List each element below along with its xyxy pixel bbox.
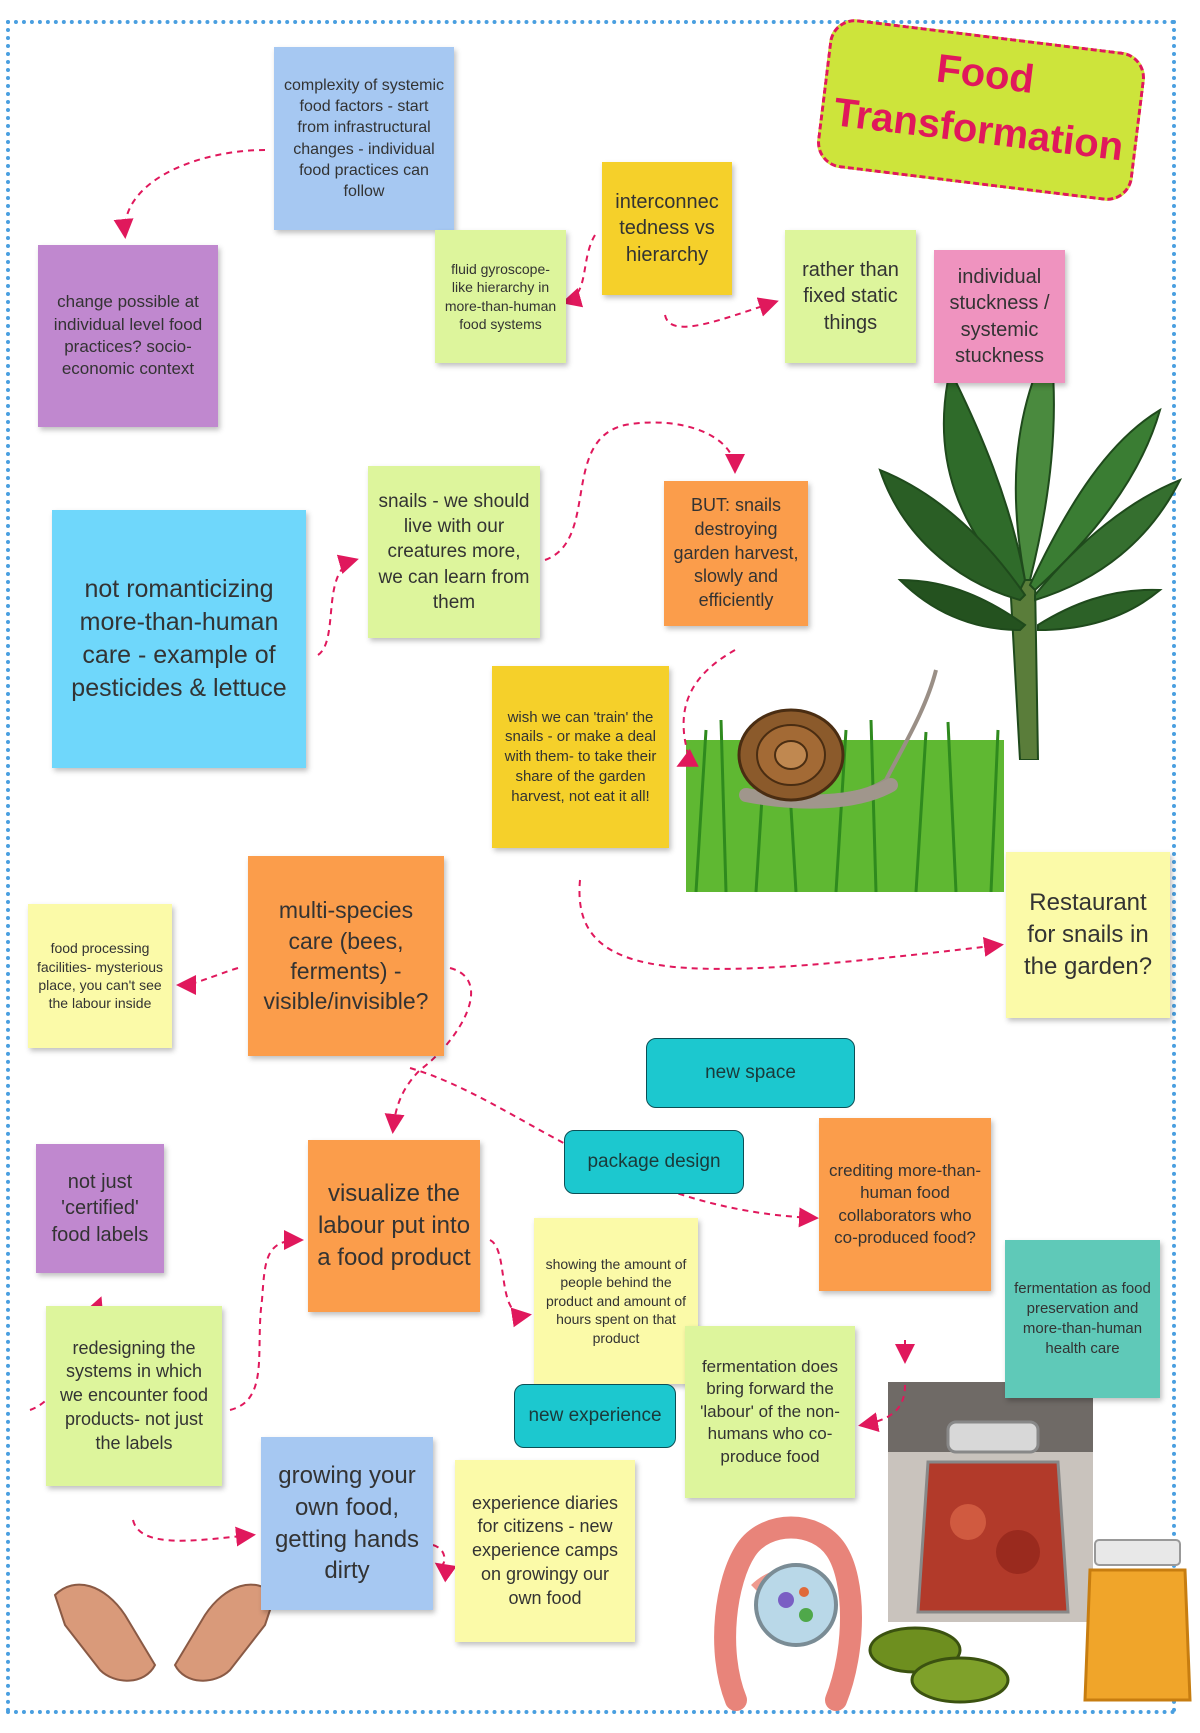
note-experience-diaries: experience diaries for citizens - new ex… [455,1460,635,1642]
note-complexity: complexity of systemic food factors - st… [274,47,454,230]
pill-package-design: package design [564,1130,744,1194]
note-rather-than: rather than fixed static things [785,230,916,363]
note-showing-amount: showing the amount of people behind the … [534,1218,698,1384]
note-wish-train: wish we can 'train' the snails - or make… [492,666,669,848]
note-not-romanticizing: not romanticizing more-than-human care -… [52,510,306,768]
arrow-visualize-to-showing [489,1239,532,1328]
intestine-image [714,1516,862,1711]
pickles-image [868,1626,1010,1704]
note-crediting: crediting more-than-human food collabora… [819,1118,991,1291]
ferment-jar-image [888,1382,1093,1622]
note-growing: growing your own food, getting hands dir… [261,1437,433,1610]
arrow-multispecies-to-processing [176,967,239,995]
snail-on-grass-image [686,669,1004,892]
note-fermentation-labour: fermentation does bring forward the 'lab… [685,1326,855,1498]
note-not-just-certified: not just 'certified' food labels [36,1144,164,1273]
note-interconnectedness: interconnec tedness vs hierarchy [602,162,732,295]
arrow-growing-to-diaries [432,1544,457,1583]
arrow-complexity-to-change [113,149,266,239]
arrow-snails-to-but [544,421,745,561]
note-snails-live-with: snails - we should live with our creatur… [368,466,540,638]
note-but-snails: BUT: snails destroying garden harvest, s… [664,481,808,626]
pill-new-space: new space [646,1038,855,1108]
arrow-but-to-wish [676,649,736,767]
note-fermentation-preservation: fermentation as food preservation and mo… [1005,1240,1160,1398]
arrow-multispecies-to-visualize [384,967,473,1134]
note-fluid-hierarchy: fluid gyroscope-like hierarchy in more-t… [435,230,566,363]
board-frame [6,20,1176,1714]
note-visualize-labour: visualize the labour put into a food pro… [308,1140,480,1312]
note-restaurant: Restaurant for snails in the garden? [1006,852,1170,1018]
note-food-processing: food processing facilities- mysterious p… [28,904,172,1048]
note-stuckness: individual stuckness / systemic stucknes… [934,250,1065,383]
hands-image [53,1583,277,1682]
arrow-interconnect-to-fluid [561,234,596,308]
note-multi-species: multi-species care (bees, ferments) - vi… [248,856,444,1056]
banana-plant-image [878,336,1183,760]
arrow-hands-to-growing [132,1519,256,1547]
honey-jar-image [1083,1539,1192,1702]
pill-new-experience: new experience [514,1384,676,1448]
note-redesigning: redesigning the systems in which we enco… [46,1306,222,1486]
note-change-possible: change possible at individual level food… [38,245,218,427]
arrow-interconnect-to-rather [664,297,779,328]
arrow-fermentation-preservation-to-labour [858,1384,906,1433]
arrow-romanticizing-to-snails [317,554,359,656]
arrow-redesign-to-visualize [229,1230,304,1411]
arrow-wish-to-restaurant [578,879,1004,970]
